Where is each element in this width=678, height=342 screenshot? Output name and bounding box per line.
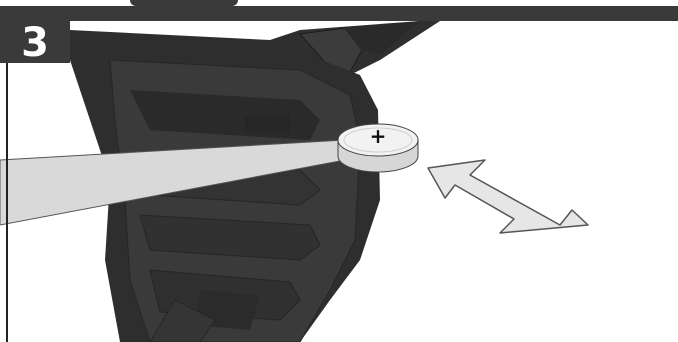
left-border-rule	[6, 60, 8, 342]
step-number: 3	[0, 21, 70, 63]
step-badge: 3	[0, 21, 70, 63]
battery-polarity-label: +	[368, 124, 388, 148]
double-headed-arrow-icon	[428, 160, 588, 233]
